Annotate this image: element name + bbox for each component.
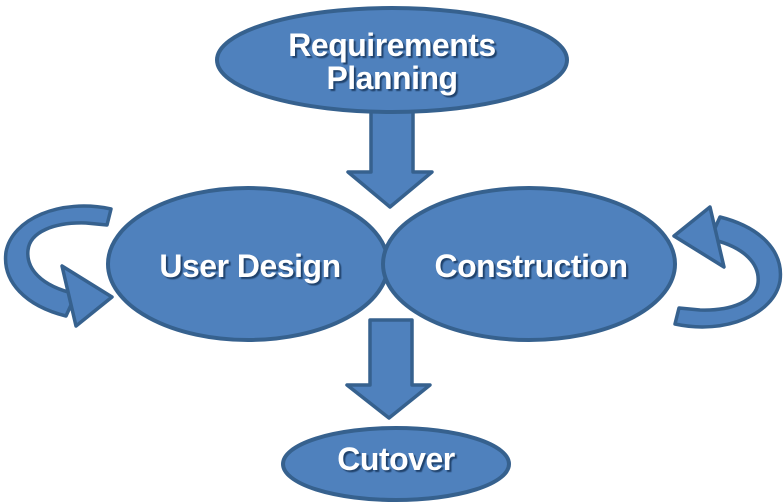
down-block-arrow-icon — [346, 100, 434, 209]
cutover-label: Cutover — [337, 441, 454, 477]
down-block-arrow-icon — [345, 318, 432, 420]
loop-arrow-head — [60, 264, 114, 328]
requirements-planning-ellipse — [215, 6, 569, 114]
loop-arrow-band — [3, 204, 113, 318]
construction-ellipse — [381, 186, 677, 342]
circular-loop-arrow-icon — [672, 205, 783, 329]
construction-label: Construction — [434, 248, 627, 284]
cutover-ellipse — [281, 426, 511, 502]
loop-arrow-head — [672, 205, 726, 269]
circular-loop-arrow-icon — [3, 204, 114, 328]
node-user-design: User Design — [106, 186, 390, 342]
node-requirements-planning: Requirements Planning — [215, 6, 569, 114]
user-design-label: User Design — [159, 248, 340, 284]
requirements-planning-label-line1: Requirements — [288, 27, 495, 63]
node-cutover: Cutover — [281, 426, 511, 502]
requirements-planning-label-line2: Planning — [326, 60, 457, 96]
node-construction: Construction — [381, 186, 677, 342]
